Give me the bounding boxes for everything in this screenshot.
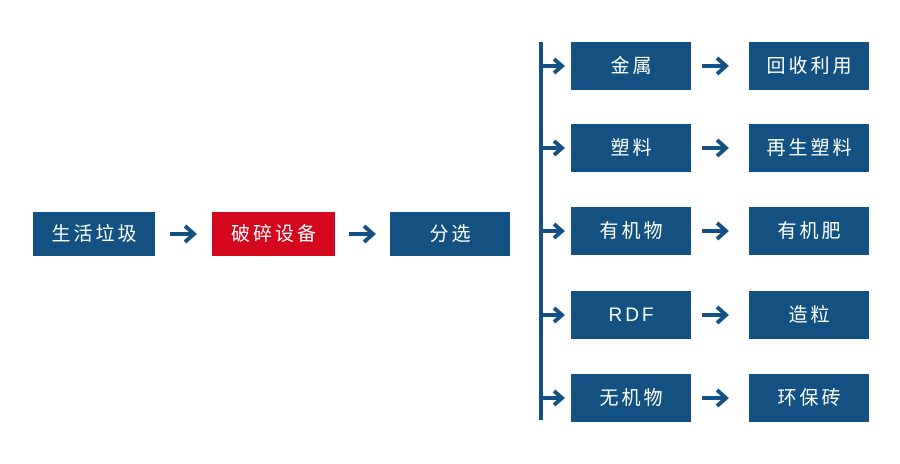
product-box-eco-brick[interactable]: 环保砖	[749, 374, 869, 422]
product-box-recycled-plastic[interactable]: 再生塑料	[749, 124, 869, 172]
material-box-rdf[interactable]: RDF	[571, 291, 691, 339]
process-box-crushing-equipment[interactable]: 破碎设备	[212, 212, 335, 256]
branch-arrow-icon	[540, 54, 570, 78]
material-box-metal[interactable]: 金属	[571, 42, 691, 90]
arrow-right-icon	[700, 135, 734, 161]
product-box-recycling[interactable]: 回收利用	[749, 42, 869, 90]
process-box-household-waste[interactable]: 生活垃圾	[33, 212, 155, 256]
product-box-pelletizing[interactable]: 造粒	[749, 291, 869, 339]
process-box-sorting[interactable]: 分选	[390, 212, 510, 256]
arrow-right-icon	[700, 53, 734, 79]
material-box-plastic[interactable]: 塑料	[571, 124, 691, 172]
material-box-inorganic[interactable]: 无机物	[571, 374, 691, 422]
branch-arrow-icon	[540, 219, 570, 243]
arrow-right-icon	[168, 221, 202, 247]
branch-arrow-icon	[540, 303, 570, 327]
branch-arrow-icon	[540, 136, 570, 160]
arrow-right-icon	[347, 221, 381, 247]
arrow-right-icon	[700, 302, 734, 328]
product-box-organic-fertilizer[interactable]: 有机肥	[749, 207, 869, 255]
material-box-organic[interactable]: 有机物	[571, 207, 691, 255]
arrow-right-icon	[700, 385, 734, 411]
arrow-right-icon	[700, 218, 734, 244]
branch-arrow-icon	[540, 386, 570, 410]
